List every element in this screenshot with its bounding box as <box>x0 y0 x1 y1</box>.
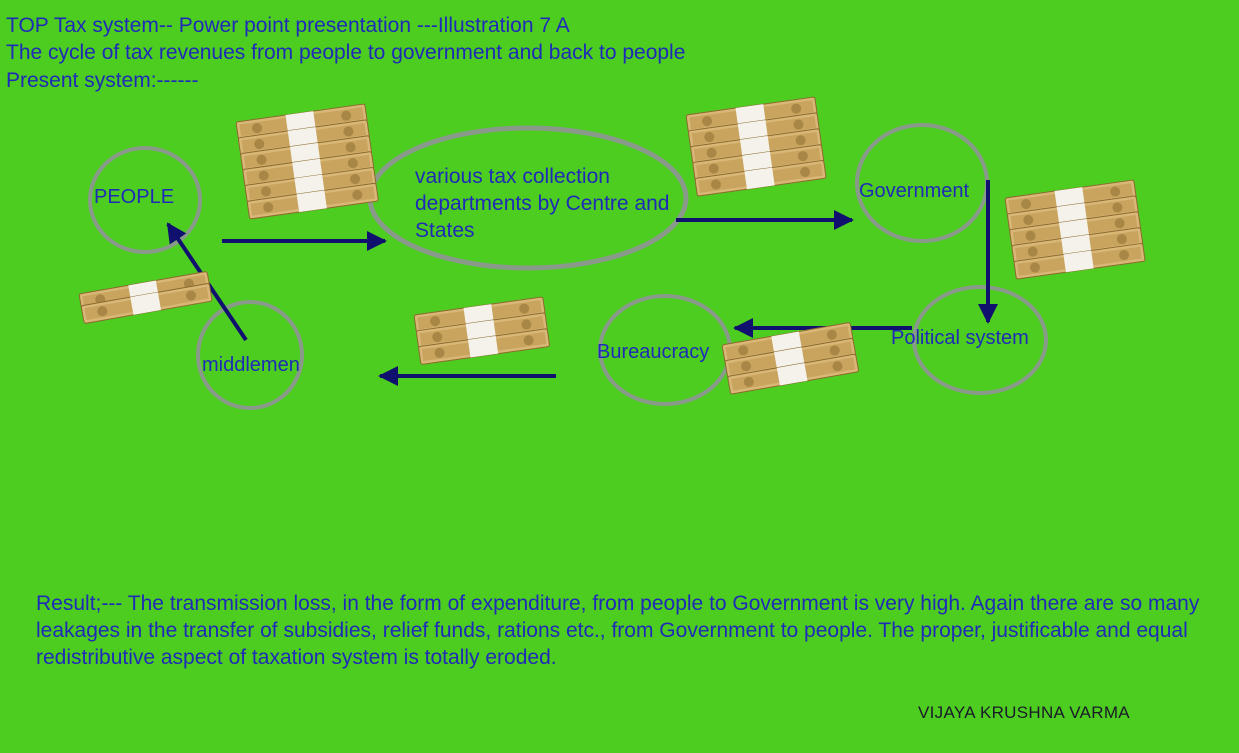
people-node-circle <box>88 146 202 254</box>
money-stack-icon <box>78 270 213 325</box>
bureaucracy-node-label: Bureaucracy <box>597 341 710 363</box>
government-node-label: Government <box>859 180 970 202</box>
money-stack-icon <box>235 103 379 220</box>
money-stack-icon <box>685 96 827 197</box>
political-system-node-label: Political system <box>891 327 1029 349</box>
political-system-node-circle <box>912 285 1048 395</box>
money-stack-icon <box>721 321 860 395</box>
author-name: VIJAYA KRUSHNA VARMA <box>918 703 1130 722</box>
money-stack-icon <box>413 296 551 366</box>
slide-title: TOP Tax system-- Power point presentatio… <box>6 14 570 37</box>
middlemen-node-circle <box>196 300 304 410</box>
middlemen-node-label: middlemen <box>202 354 300 376</box>
section-label: Present system:------ <box>6 69 199 92</box>
money-stack-icon <box>1004 179 1146 280</box>
people-node-label: PEOPLE <box>94 186 175 208</box>
tax-departments-node-label: various tax collection departments by Ce… <box>415 165 670 242</box>
slide-subtitle: The cycle of tax revenues from people to… <box>6 41 686 64</box>
result-paragraph: Result;--- The transmission loss, in the… <box>36 592 1200 669</box>
